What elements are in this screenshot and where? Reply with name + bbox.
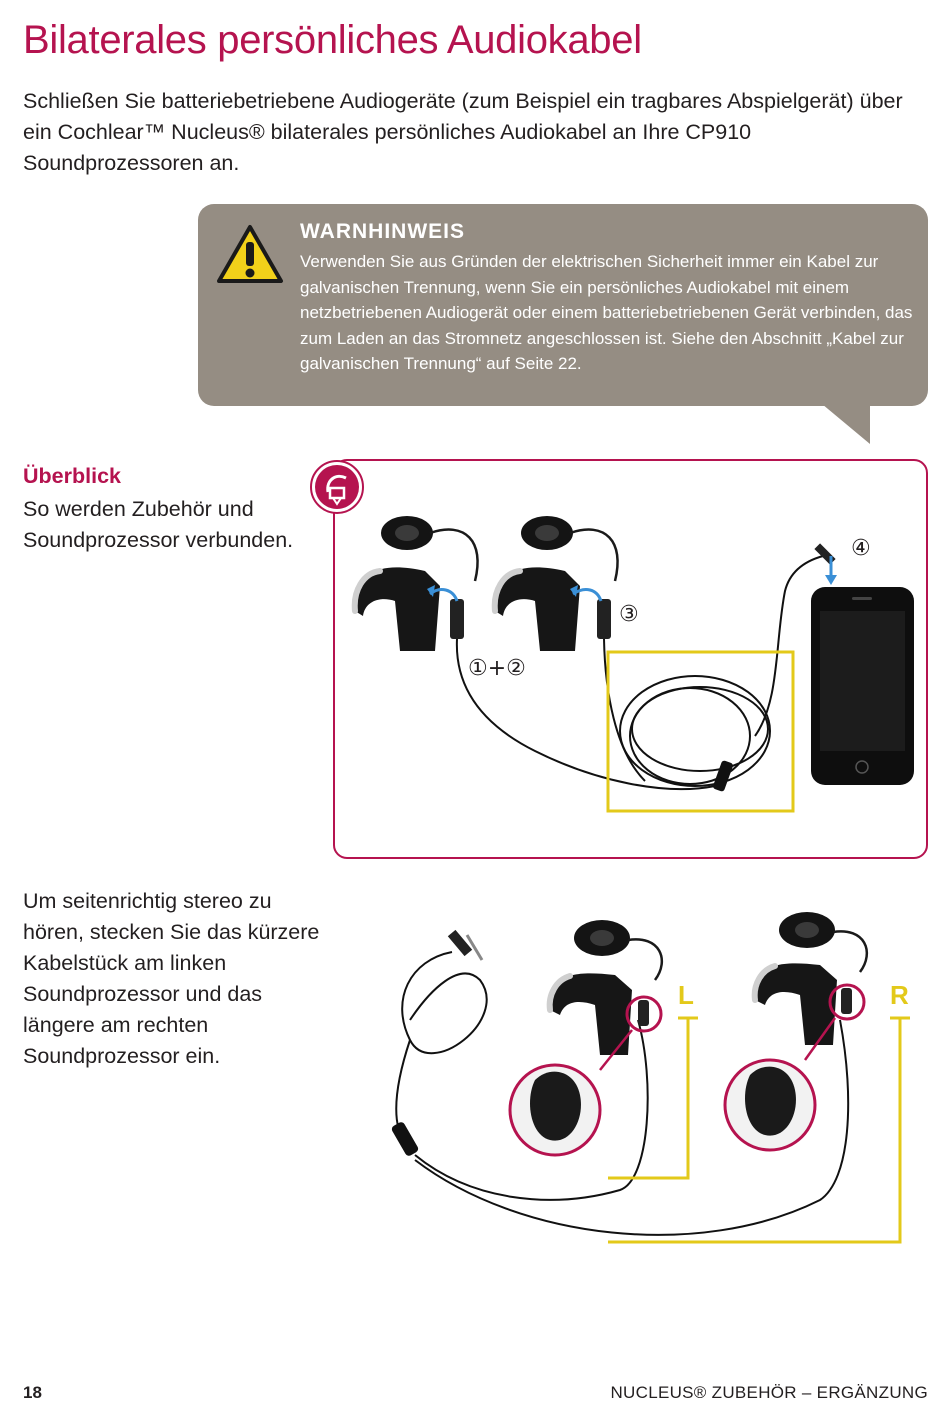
sound-processor-r-image <box>723 912 869 1152</box>
left-label: L <box>678 980 694 1010</box>
overview-text: So werden Zubehör und Soundprozessor ver… <box>23 497 294 552</box>
step-label-4: ④ <box>851 536 871 561</box>
right-cable-marker <box>608 1018 902 1244</box>
step-label-1-2: ①+② <box>468 656 526 681</box>
stereo-connection-diagram: L R <box>391 912 910 1244</box>
sound-processor-right-image <box>491 516 619 651</box>
right-label: R <box>890 980 909 1010</box>
connection-diagram: ①+② ③ ④ <box>351 516 914 813</box>
sound-processor-left-image <box>351 516 479 651</box>
warning-callout: WARNHINWEIS Verwenden Sie aus Gründen de… <box>198 204 928 406</box>
intro-paragraph: Schließen Sie batteriebetriebene Audioge… <box>23 89 903 175</box>
mobile-phone-image <box>811 587 914 785</box>
warning-triangle-icon <box>217 225 283 283</box>
cable-highlight-box <box>606 650 795 813</box>
step-label-3: ③ <box>619 602 639 627</box>
stereo-instructions: Um seitenrichtig stereo zu hören, stecke… <box>23 889 320 1068</box>
sound-processor-l-image <box>508 920 664 1157</box>
warning-text: Verwenden Sie aus Gründen der elektrisch… <box>300 252 913 373</box>
warning-title: WARNHINWEIS <box>300 220 465 243</box>
warning-callout-tail <box>822 404 870 444</box>
accessory-connection-icon <box>310 460 364 514</box>
page-title: Bilaterales persönliches Audiokabel <box>23 18 642 62</box>
footer-title: NUCLEUS® ZUBEHÖR – ERGÄNZUNG <box>610 1383 928 1402</box>
jack-plug-image <box>447 929 484 961</box>
left-cable-marker <box>608 1018 690 1180</box>
page-number: 18 <box>23 1383 42 1402</box>
overview-heading: Überblick <box>23 464 121 488</box>
